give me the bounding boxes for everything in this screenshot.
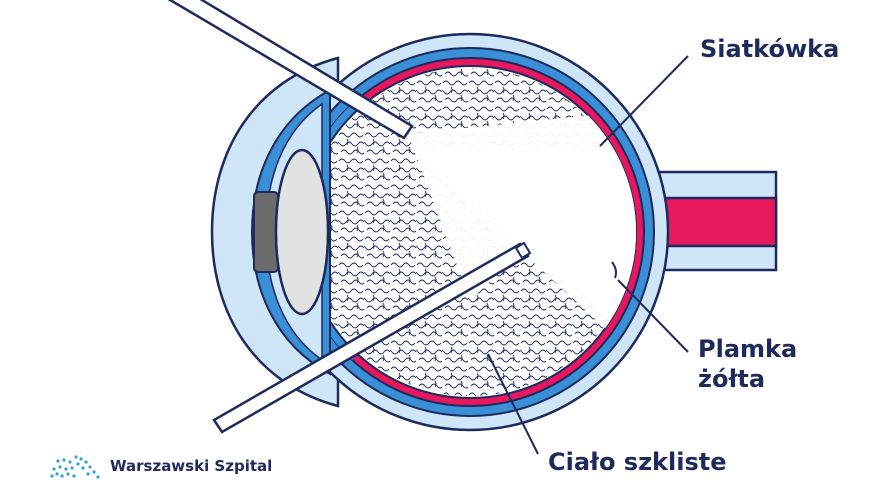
macula xyxy=(611,261,617,279)
macula-leader xyxy=(617,279,689,353)
iris xyxy=(253,191,279,273)
macula-label-line2: żółta xyxy=(698,365,766,393)
retina-label: Siatkówka xyxy=(700,35,840,63)
upper-instrument xyxy=(167,0,414,140)
lens xyxy=(274,148,330,316)
brand: Warszawski Szpital xyxy=(48,452,272,480)
vitreous-label: Ciało szkliste xyxy=(548,448,727,476)
retina-leader xyxy=(599,55,689,147)
brand-name: Warszawski Szpital xyxy=(110,457,273,475)
macula-label-line1: Plamka xyxy=(698,335,798,363)
lower-instrument xyxy=(212,241,532,434)
vitreous-leader xyxy=(487,353,539,455)
hospital-logo-icon xyxy=(50,455,100,479)
light-beam-core xyxy=(420,150,636,330)
macula-label: Plamka żółta xyxy=(698,334,797,394)
